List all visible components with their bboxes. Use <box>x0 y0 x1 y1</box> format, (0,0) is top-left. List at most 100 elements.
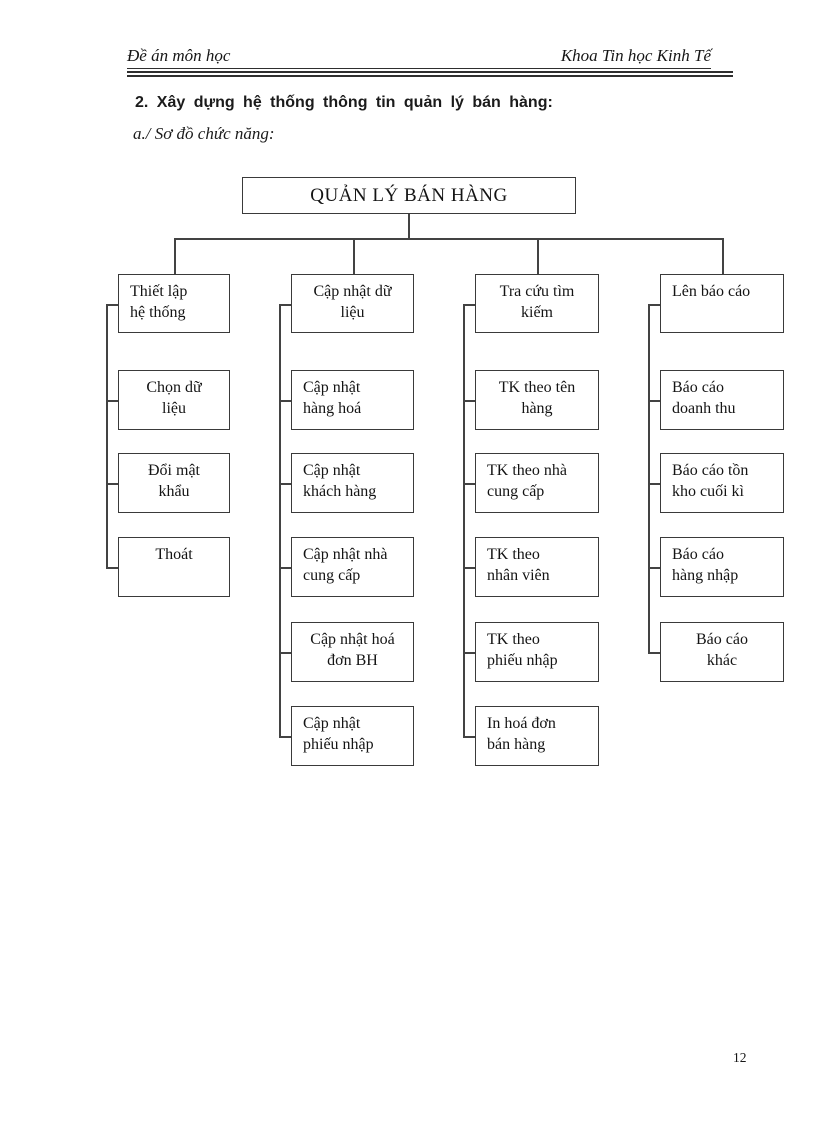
diagram-node: Cập nhật phiếu nhập <box>291 706 414 766</box>
node-label-line: phiếu nhập <box>303 736 374 753</box>
header-double-rule <box>127 71 733 77</box>
tree-branch-line <box>463 736 475 738</box>
node-label-line: Cập nhật <box>303 379 361 396</box>
diagram-column-header: Tra cứu tìm kiếm <box>475 274 599 333</box>
diagram-node: Cập nhật hàng hoá <box>291 370 414 430</box>
diagram-node: TK theo nhà cung cấp <box>475 453 599 513</box>
tree-branch-line <box>353 238 355 274</box>
header-left-text: Đề án môn học <box>127 46 231 65</box>
diagram-root-node: QUẢN LÝ BÁN HÀNG <box>242 177 576 214</box>
node-label-line: TK theo nhà <box>487 462 567 479</box>
node-label-line: Lên báo cáo <box>672 283 751 300</box>
page-header-row: Đề án môn học Khoa Tin học Kinh Tế <box>127 46 711 69</box>
tree-branch-line <box>279 567 291 569</box>
tree-branch-line <box>722 238 724 274</box>
tree-bus-line <box>174 238 722 240</box>
diagram-node: Thoát <box>118 537 230 597</box>
node-label-line: nhân viên <box>487 567 550 584</box>
node-label-line: hàng hoá <box>303 400 362 417</box>
tree-branch-line <box>648 304 660 306</box>
node-label-line: khẩu <box>158 483 190 500</box>
node-label-line: Thoát <box>155 546 193 563</box>
tree-branch-line <box>648 567 660 569</box>
tree-branch-line <box>463 483 475 485</box>
node-label-line: doanh thu <box>672 400 736 417</box>
tree-branch-line <box>648 400 660 402</box>
tree-branch-line <box>279 652 291 654</box>
node-label-line: liệu <box>340 304 365 321</box>
tree-branch-line <box>463 304 475 306</box>
node-label-line: Chọn dữ <box>146 379 202 396</box>
tree-root-stem-line <box>408 214 410 238</box>
diagram-node: TK theo tên hàng <box>475 370 599 430</box>
node-label-line: kho cuối kì <box>672 483 744 500</box>
diagram-node: Cập nhật hoá đơn BH <box>291 622 414 682</box>
node-label-line: Báo cáo <box>672 546 724 563</box>
tree-branch-line <box>463 652 475 654</box>
diagram-node: Cập nhật nhà cung cấp <box>291 537 414 597</box>
diagram-node: Báo cáo doanh thu <box>660 370 784 430</box>
tree-trunk-line <box>106 304 108 567</box>
node-label-line: TK theo tên <box>498 379 576 396</box>
node-label-line: Báo cáo tồn <box>672 462 749 479</box>
tree-branch-line <box>537 238 539 274</box>
tree-trunk-line <box>279 304 281 736</box>
node-label-line: hệ thống <box>130 304 186 321</box>
diagram-node: In hoá đơn bán hàng <box>475 706 599 766</box>
tree-branch-line <box>174 238 176 274</box>
tree-branch-line <box>279 483 291 485</box>
diagram-node: Báo cáo hàng nhập <box>660 537 784 597</box>
node-label-line: khác <box>706 652 738 669</box>
diagram-node: TK theo nhân viên <box>475 537 599 597</box>
node-label-line: TK theo <box>487 546 540 563</box>
diagram-node: Chọn dữ liệu <box>118 370 230 430</box>
node-label-line: đơn BH <box>327 652 378 669</box>
tree-branch-line <box>106 567 118 569</box>
tree-branch-line <box>279 304 291 306</box>
diagram-column-header: Cập nhật dữ liệu <box>291 274 414 333</box>
section-subtitle: a./ Sơ đồ chức năng: <box>133 124 275 143</box>
node-label-line: kiếm <box>521 304 553 321</box>
tree-branch-line <box>463 400 475 402</box>
diagram-column-header: Thiết lập hệ thống <box>118 274 230 333</box>
diagram-column-header: Lên báo cáo <box>660 274 784 333</box>
tree-branch-line <box>463 567 475 569</box>
node-label-line: Cập nhật dữ <box>313 283 392 300</box>
tree-branch-line <box>279 400 291 402</box>
node-label-line: Báo cáo <box>672 379 724 396</box>
node-label-line: Cập nhật nhà <box>303 546 388 563</box>
node-label-line: Cập nhật <box>303 715 361 732</box>
tree-branch-line <box>648 652 660 654</box>
node-label-line: Cập nhật hoá <box>310 631 395 648</box>
diagram-node: Đổi mật khẩu <box>118 453 230 513</box>
node-label-line: Thiết lập <box>130 283 188 300</box>
node-label-line: TK theo <box>487 631 540 648</box>
node-label-line: Đổi mật <box>148 462 200 479</box>
node-label-line: hàng nhập <box>672 567 739 584</box>
node-label-line: cung cấp <box>303 567 361 584</box>
node-label-line: bán hàng <box>487 736 546 753</box>
tree-branch-line <box>106 400 118 402</box>
tree-trunk-line <box>463 304 465 736</box>
node-label-line: cung cấp <box>487 483 545 500</box>
tree-trunk-line <box>648 304 650 652</box>
node-label-line: In hoá đơn <box>487 715 556 732</box>
diagram-node: Báo cáo khác <box>660 622 784 682</box>
page-number: 12 <box>733 1050 747 1065</box>
node-label-line: Cập nhật <box>303 462 361 479</box>
node-label-line: liệu <box>162 400 186 417</box>
page-header: Đề án môn học Khoa Tin học Kinh Tế <box>127 46 733 77</box>
node-label-line: Tra cứu tìm <box>499 283 575 300</box>
tree-branch-line <box>279 736 291 738</box>
section-title: 2. Xây dựng hệ thống thông tin quản lý b… <box>135 94 553 111</box>
tree-branch-line <box>648 483 660 485</box>
diagram-node: Báo cáo tồn kho cuối kì <box>660 453 784 513</box>
node-label-line: hàng <box>521 400 553 417</box>
tree-branch-line <box>106 483 118 485</box>
node-label-line: Báo cáo <box>696 631 748 648</box>
header-right-text: Khoa Tin học Kinh Tế <box>560 46 711 65</box>
